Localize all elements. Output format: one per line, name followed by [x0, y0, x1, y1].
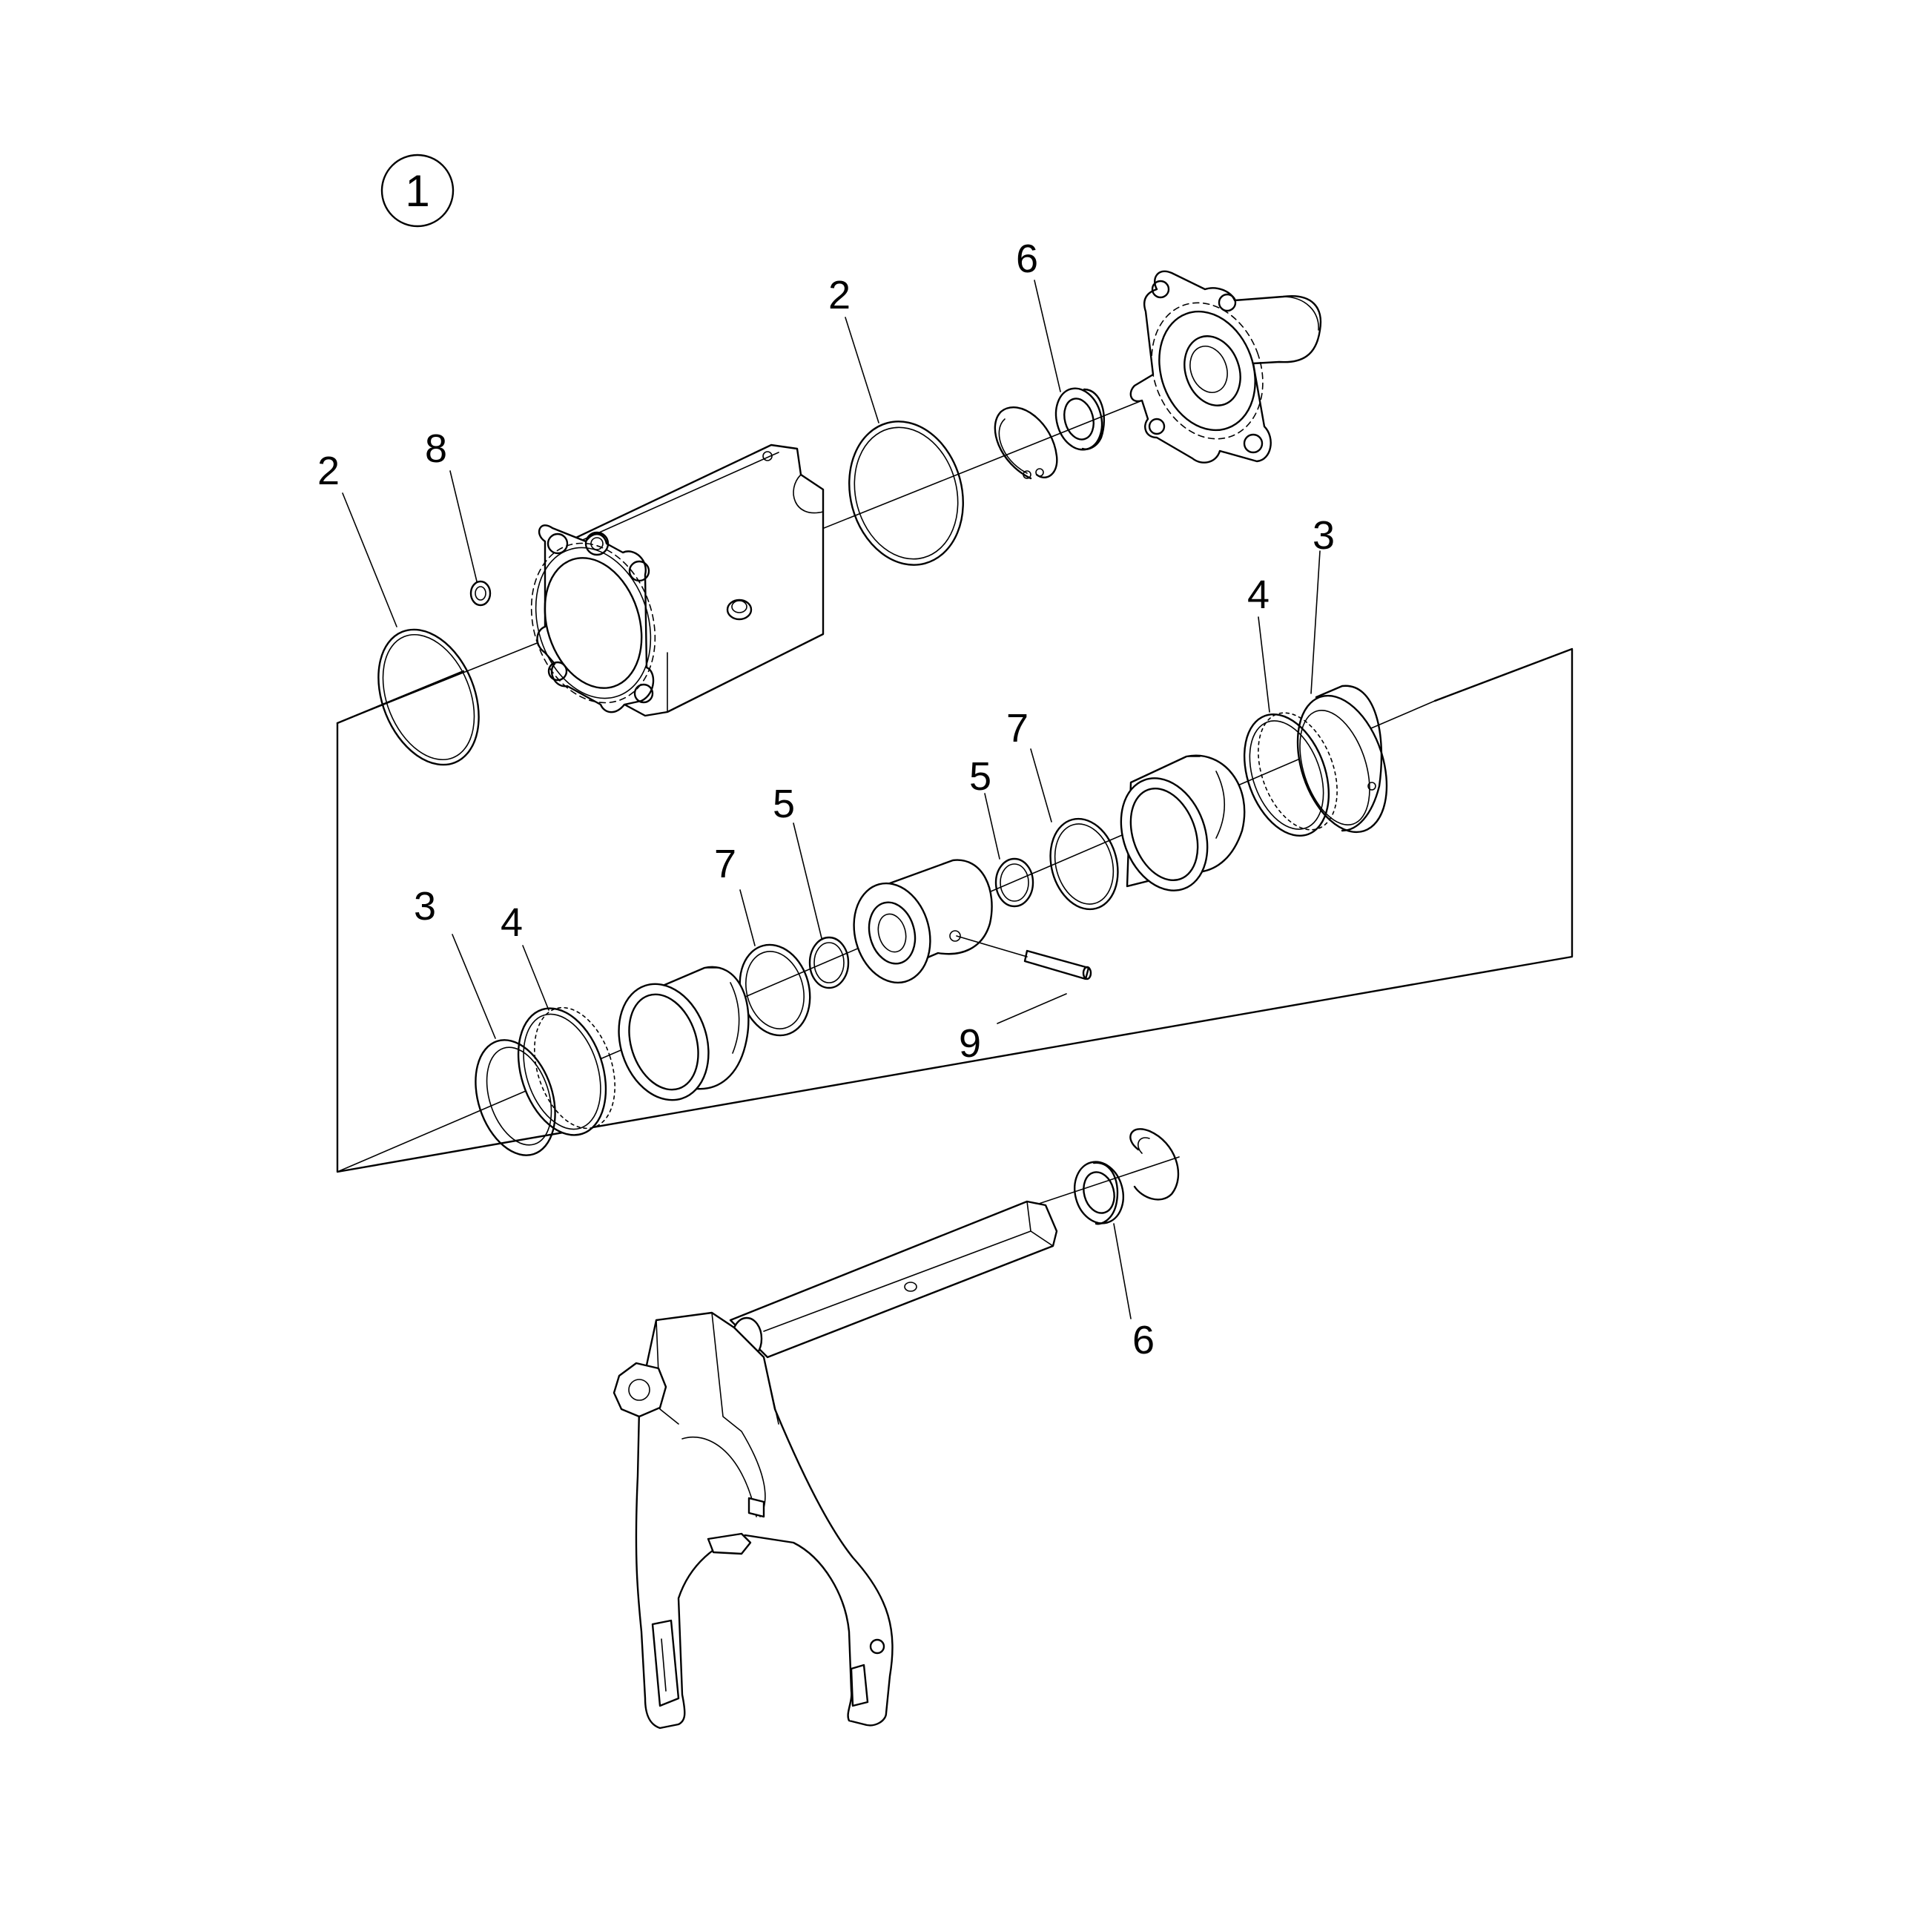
figure-badge-number: 1 — [405, 166, 429, 216]
callout-3-right: 3 — [1313, 513, 1335, 558]
o-ring-part-2-left — [377, 628, 480, 766]
callout-4-left: 4 — [501, 900, 523, 945]
callout-7-mid: 7 — [1006, 706, 1029, 751]
ring-part-5-mid — [994, 857, 1034, 908]
callout-6-top: 6 — [1016, 237, 1038, 281]
shift-fork — [613, 1311, 894, 1730]
callout-5-mid: 5 — [969, 754, 991, 799]
bearing-sleeve-left — [618, 966, 750, 1101]
o-ring-part-2-top — [848, 421, 964, 566]
shift-shaft — [729, 1200, 1058, 1361]
snap-ring-top — [994, 406, 1058, 480]
ring-part-5-left — [808, 936, 850, 989]
small-seal-part-8 — [469, 580, 492, 607]
piston-cup-part-3-left — [475, 1039, 556, 1156]
callout-7-left: 7 — [714, 842, 736, 886]
seal-part-6-bottom — [1074, 1161, 1124, 1225]
callout-4-right: 4 — [1247, 573, 1270, 617]
callout-6-bottom: 6 — [1132, 1318, 1155, 1362]
cylinder-housing — [530, 444, 825, 717]
figure-badge: 1 — [380, 154, 455, 228]
callout-3-left: 3 — [414, 884, 436, 929]
ring-part-4-left — [517, 1006, 615, 1136]
pin-part-9 — [956, 935, 1092, 980]
piston — [853, 859, 993, 984]
callout-2-top: 2 — [828, 273, 851, 317]
end-cover — [1129, 270, 1322, 464]
callout-8: 8 — [425, 426, 447, 471]
leader-lines — [342, 280, 1321, 1319]
ring-part-7-mid — [1049, 817, 1119, 911]
callout-9: 9 — [959, 1021, 981, 1066]
snap-ring-bottom — [1129, 1128, 1180, 1201]
piston-cup-part-3-right — [1296, 685, 1388, 834]
centerlines — [337, 370, 1436, 1224]
seal-part-6-top — [1054, 387, 1105, 451]
bearing-sleeve-right — [1120, 754, 1246, 891]
ring-part-4-right — [1243, 712, 1338, 837]
callout-2-left: 2 — [317, 449, 340, 493]
callout-5-left: 5 — [773, 782, 795, 826]
callout-labels: 2 6 2 8 3 4 7 5 5 7 3 4 9 6 — [317, 237, 1335, 1362]
